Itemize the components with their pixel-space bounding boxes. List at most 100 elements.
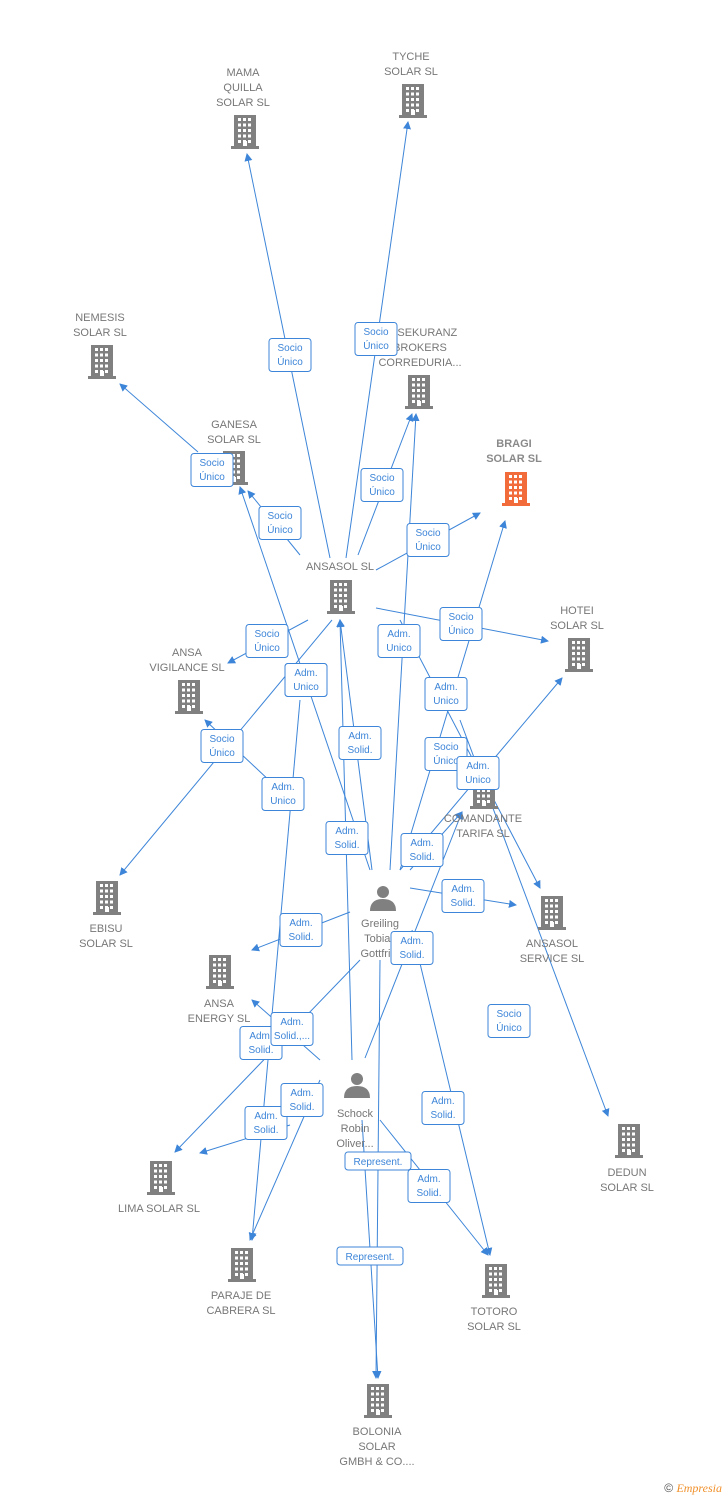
relation-label-text: Único — [209, 746, 235, 759]
relation-label-schock-totoro[interactable]: Adm.Solid. — [407, 1169, 451, 1203]
relation-label-schock-energy[interactable]: Adm.Solid.,... — [270, 1012, 314, 1046]
relation-label-text: Socio — [199, 458, 224, 469]
relation-label-greiling-totoro[interactable]: Adm.Solid. — [421, 1091, 465, 1125]
building-icon-ansasol[interactable] — [327, 580, 355, 614]
person-icon-greiling[interactable] — [370, 886, 396, 911]
relation-label-schock-lima[interactable]: Adm.Solid. — [244, 1106, 288, 1140]
relation-label-text: Único — [433, 754, 459, 767]
node-label-line: MAMA — [227, 67, 261, 79]
relation-label-text: Adm. — [400, 936, 423, 947]
person-icon-schock[interactable] — [344, 1073, 370, 1098]
node-label-lima[interactable]: LIMA SOLAR SL — [118, 1203, 200, 1215]
relation-label-text: Adm. — [434, 682, 457, 693]
relation-label-greiling-hotei[interactable]: Adm.Unico — [456, 756, 500, 790]
building-icon-totoro[interactable] — [482, 1264, 510, 1298]
relation-label-text: Adm. — [271, 782, 294, 793]
node-label-line: GANESA — [211, 419, 258, 431]
relation-label-text: Solid. — [248, 1045, 273, 1056]
relation-label-text: Solid. — [347, 745, 372, 756]
relation-label-text: Represent. — [354, 1157, 403, 1168]
building-icon-dedun[interactable] — [615, 1124, 643, 1158]
relation-label-text: Solid. — [289, 1102, 314, 1113]
node-label-line: CABRERA SL — [206, 1305, 275, 1317]
relation-label-text: Socio — [277, 343, 302, 354]
building-icon-ansasol_service[interactable] — [538, 896, 566, 930]
relation-label-text: Solid. — [399, 950, 424, 961]
relation-label-greiling-assekuranz[interactable]: Adm.Unico — [377, 624, 421, 658]
relation-label-greiling-bolonia[interactable]: Represent. — [336, 1246, 404, 1266]
building-icon-vigilance[interactable] — [175, 680, 203, 714]
relation-label-greiling-ansasol[interactable]: Adm. Solid. — [338, 726, 382, 760]
relation-label-text: Unico — [465, 775, 491, 786]
building-icon-energy[interactable] — [206, 955, 234, 989]
relation-label-schock-paraje[interactable]: Adm.Solid. — [280, 1083, 324, 1117]
building-icon-ebisu[interactable] — [93, 881, 121, 915]
relation-label-greiling-energy[interactable]: Adm.Solid. — [279, 913, 323, 947]
building-icon-mama[interactable] — [231, 115, 259, 149]
node-label-line: LIMA SOLAR SL — [118, 1203, 200, 1215]
node-label-line: ENERGY SL — [188, 1013, 251, 1025]
building-icon-bolonia[interactable] — [364, 1384, 392, 1418]
building-icon-lima[interactable] — [147, 1161, 175, 1195]
building-icon-hotei[interactable] — [565, 638, 593, 672]
relation-label-greiling-vigilance[interactable]: Adm.Unico — [261, 777, 305, 811]
building-icon-paraje[interactable] — [228, 1248, 256, 1282]
relation-label-text: Único — [496, 1021, 522, 1034]
relation-label-greiling-ganesa[interactable]: Adm.Unico — [284, 663, 328, 697]
node-label-line: ANSA — [204, 998, 235, 1010]
relation-label-greiling-ansasol_service[interactable]: Adm.Solid. — [441, 879, 485, 913]
relation-label-schock-comandante[interactable]: Adm. Solid. — [390, 931, 434, 965]
building-icon-nemesis[interactable] — [88, 345, 116, 379]
building-icon-bragi[interactable] — [502, 472, 530, 506]
node-label-line: PARAJE DE — [211, 1290, 271, 1302]
node-label-line: ANSASOL — [526, 938, 578, 950]
relation-label-greiling-comandante[interactable]: Adm.Solid. — [400, 833, 444, 867]
relation-label-schock-bolonia[interactable]: Represent. — [344, 1151, 412, 1171]
relation-label-text: Adm. — [348, 731, 371, 742]
node-label-line: TYCHE — [392, 51, 429, 63]
node-label-energy[interactable]: ANSA ENERGY SL — [188, 998, 251, 1025]
node-label-line: NEMESIS — [75, 312, 125, 324]
building-icon-tyche[interactable] — [399, 84, 427, 118]
footer-brand[interactable]: © Empresia — [664, 1481, 722, 1496]
relation-label-text: Único — [369, 485, 395, 498]
node-label-ansasol[interactable]: ANSASOL SL — [306, 561, 374, 573]
building-icon-assekuranz[interactable] — [405, 375, 433, 409]
node-label-line: BOLONIA — [353, 1426, 403, 1438]
relation-label-text: Adm. — [335, 826, 358, 837]
node-label-line: Tobias — [364, 933, 396, 945]
node-label-line: HOTEI — [560, 605, 594, 617]
relation-label-greiling-bragi[interactable]: Adm. Unico — [424, 677, 468, 711]
relation-label-text: Único — [363, 339, 389, 352]
node-label-paraje[interactable]: PARAJE DE CABRERA SL — [206, 1290, 275, 1317]
relation-label-text: Unico — [433, 696, 459, 707]
relation-label-schock-ansasol[interactable]: Adm.Solid. — [325, 821, 369, 855]
